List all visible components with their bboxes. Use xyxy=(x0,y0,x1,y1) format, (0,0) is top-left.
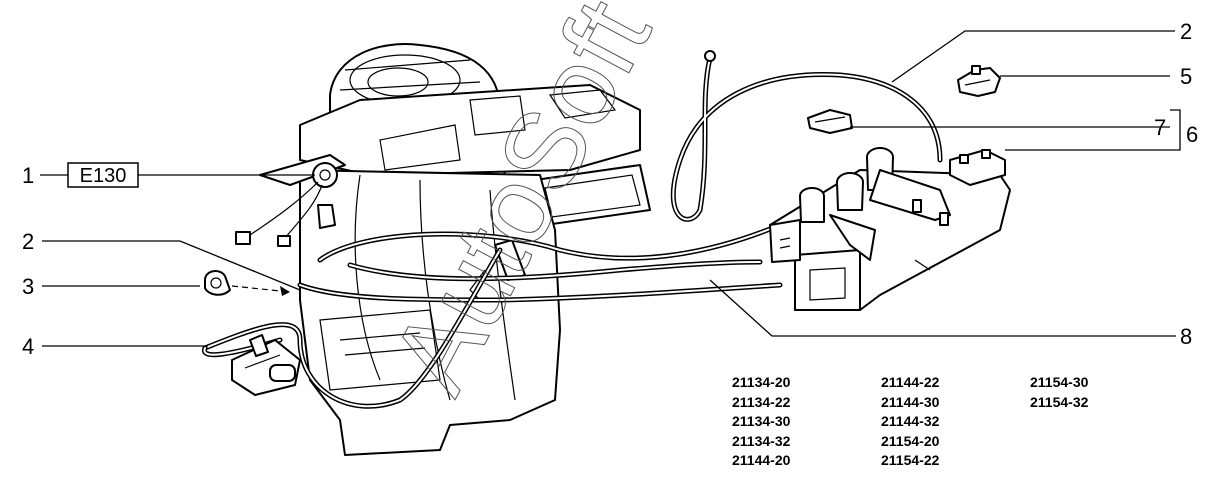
callout-2-left: 2 xyxy=(22,229,34,254)
model-column-1: 21134-20 21134-22 21134-30 21134-32 2114… xyxy=(732,373,790,471)
callout-1-code: E130 xyxy=(80,165,127,187)
model-code: 21144-20 xyxy=(732,452,791,468)
heater-tap xyxy=(231,334,301,396)
model-code: 21154-32 xyxy=(1030,393,1089,410)
model-column-3: 21154-30 21154-32 xyxy=(1030,373,1088,412)
model-code: 21154-20 xyxy=(881,432,940,449)
model-code: 21134-22 xyxy=(732,393,791,410)
callout-1: 1 xyxy=(22,163,34,188)
callout-6: 6 xyxy=(1186,122,1198,147)
callout-4: 4 xyxy=(22,334,34,359)
callout-1-box xyxy=(67,162,139,188)
callout-5: 5 xyxy=(1180,64,1192,89)
callout-7: 7 xyxy=(1154,115,1166,140)
model-code: 21154-30 xyxy=(1030,374,1089,390)
clamp-arrow xyxy=(231,285,291,296)
callout-3: 3 xyxy=(22,274,34,299)
model-code: 21134-20 xyxy=(732,374,791,390)
control-cables xyxy=(202,50,943,409)
model-column-2: 21144-22 21144-30 21144-32 21154-20 2115… xyxy=(881,373,939,471)
model-code: 21154-22 xyxy=(881,452,940,468)
model-code: 21144-22 xyxy=(881,374,940,390)
leader-lines xyxy=(40,30,1181,347)
model-code: 21134-32 xyxy=(732,432,791,449)
cable-clamp xyxy=(204,270,231,296)
callout-2-right: 2 xyxy=(1180,19,1192,44)
model-code: 21144-32 xyxy=(881,413,940,429)
callout-8: 8 xyxy=(1180,324,1192,349)
control-panel-unit xyxy=(769,147,1011,311)
model-code: 21144-30 xyxy=(881,393,940,410)
clip-part-7 xyxy=(807,109,853,134)
model-code: 21134-30 xyxy=(732,413,791,429)
switch-part-5 xyxy=(957,65,1001,97)
